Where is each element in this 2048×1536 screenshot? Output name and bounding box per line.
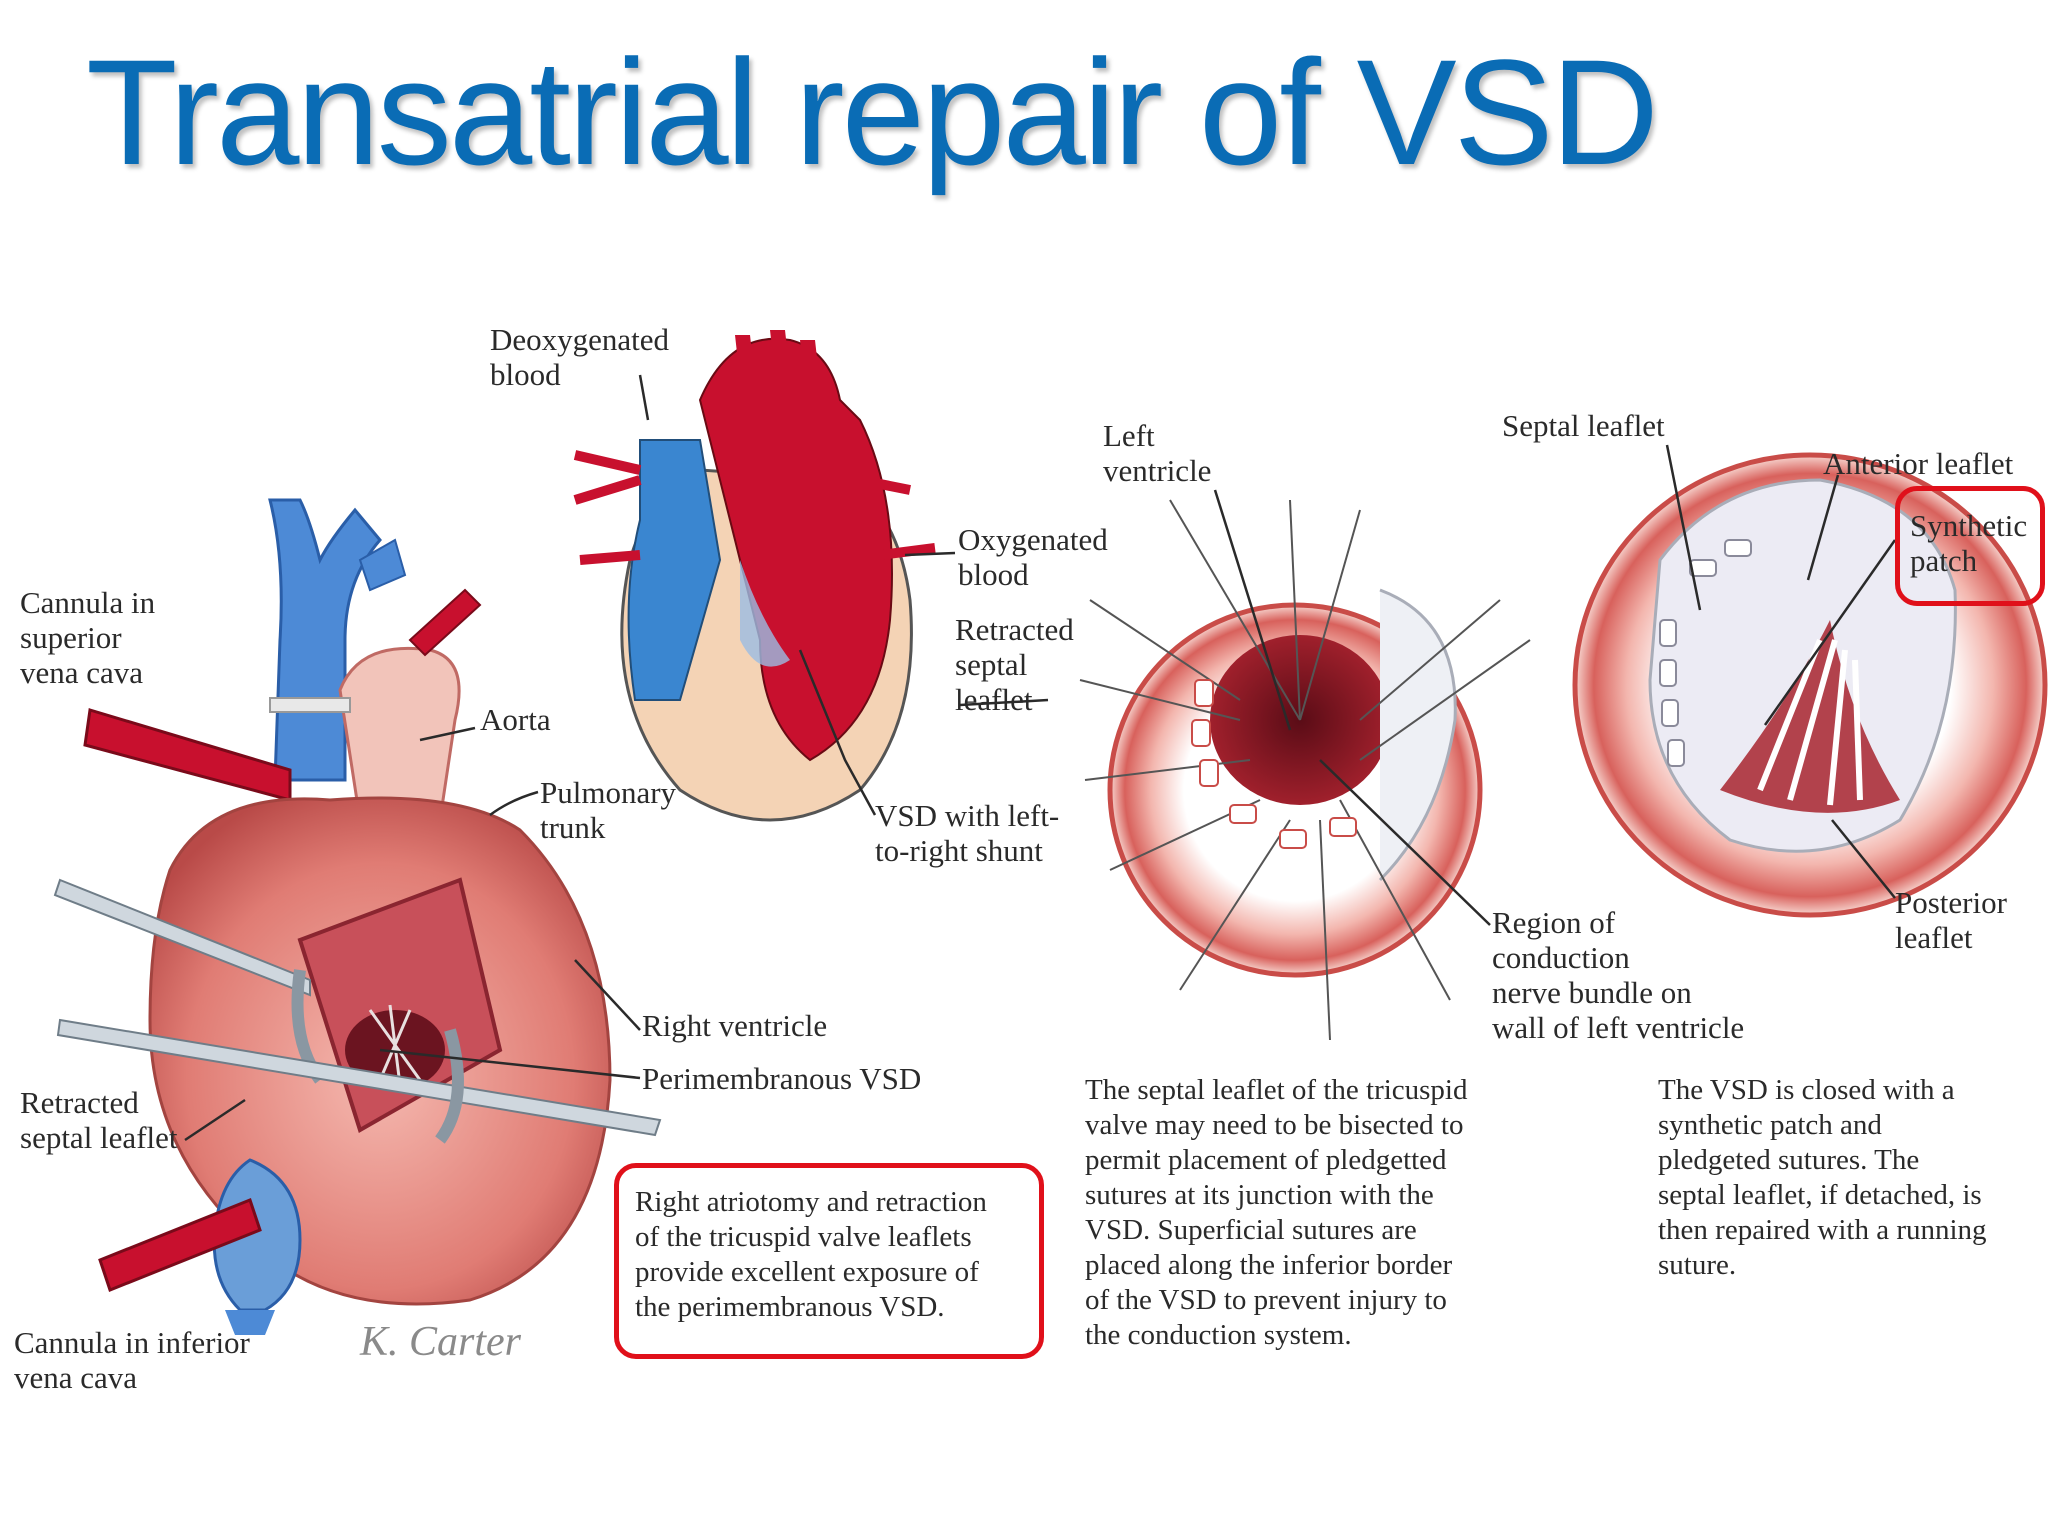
page-title: Transatrial repair of VSD — [86, 28, 1659, 196]
label-pulmonary-trunk: Pulmonary trunk — [540, 775, 677, 845]
signature: K. Carter — [360, 1319, 522, 1365]
highlight-box-synthetic-patch — [1895, 486, 2045, 606]
label-right-ventricle: Right ventricle — [642, 1008, 828, 1043]
caption-closure: The VSD is closed with a synthetic patch… — [1658, 1074, 1987, 1281]
label-anterior-leaflet: Anterior leaflet — [1823, 446, 2014, 481]
caption-bisect: The septal leaflet of the tricuspid valv… — [1085, 1074, 1468, 1351]
label-conduction-region: Region of conduction nerve bundle on wal… — [1492, 905, 1745, 1045]
label-retracted-septal-leaflet-mid: Retracted septal leaflet — [955, 612, 1074, 717]
label-septal-leaflet: Septal leaflet — [1502, 408, 1665, 443]
valve-suture-illustration — [1079, 499, 1531, 1041]
label-vsd-shunt: VSD with left- to-right shunt — [875, 798, 1060, 868]
highlight-box-exposure — [614, 1163, 1044, 1359]
caption-exposure: Right atriotomy and retraction of the tr… — [635, 1186, 987, 1323]
label-cannula-ivc: Cannula in inferior vena cava — [14, 1325, 250, 1395]
label-aorta: Aorta — [480, 702, 551, 737]
label-left-ventricle: Left ventricle — [1103, 418, 1212, 488]
label-synthetic-patch: Synthetic patch — [1910, 508, 2028, 578]
label-retracted-septal-leaflet-left: Retracted septal leaflet — [20, 1085, 178, 1155]
label-posterior-leaflet: Posterior leaflet — [1895, 885, 2007, 955]
schematic-heart-illustration — [573, 330, 936, 822]
label-deoxygenated-blood: Deoxygenated blood — [490, 322, 670, 392]
label-perimembranous-vsd: Perimembranous VSD — [642, 1061, 922, 1096]
leader-lines — [184, 374, 1897, 1142]
label-oxygenated-blood: Oxygenated blood — [958, 522, 1108, 592]
label-cannula-svc: Cannula in superior vena cava — [20, 585, 156, 690]
